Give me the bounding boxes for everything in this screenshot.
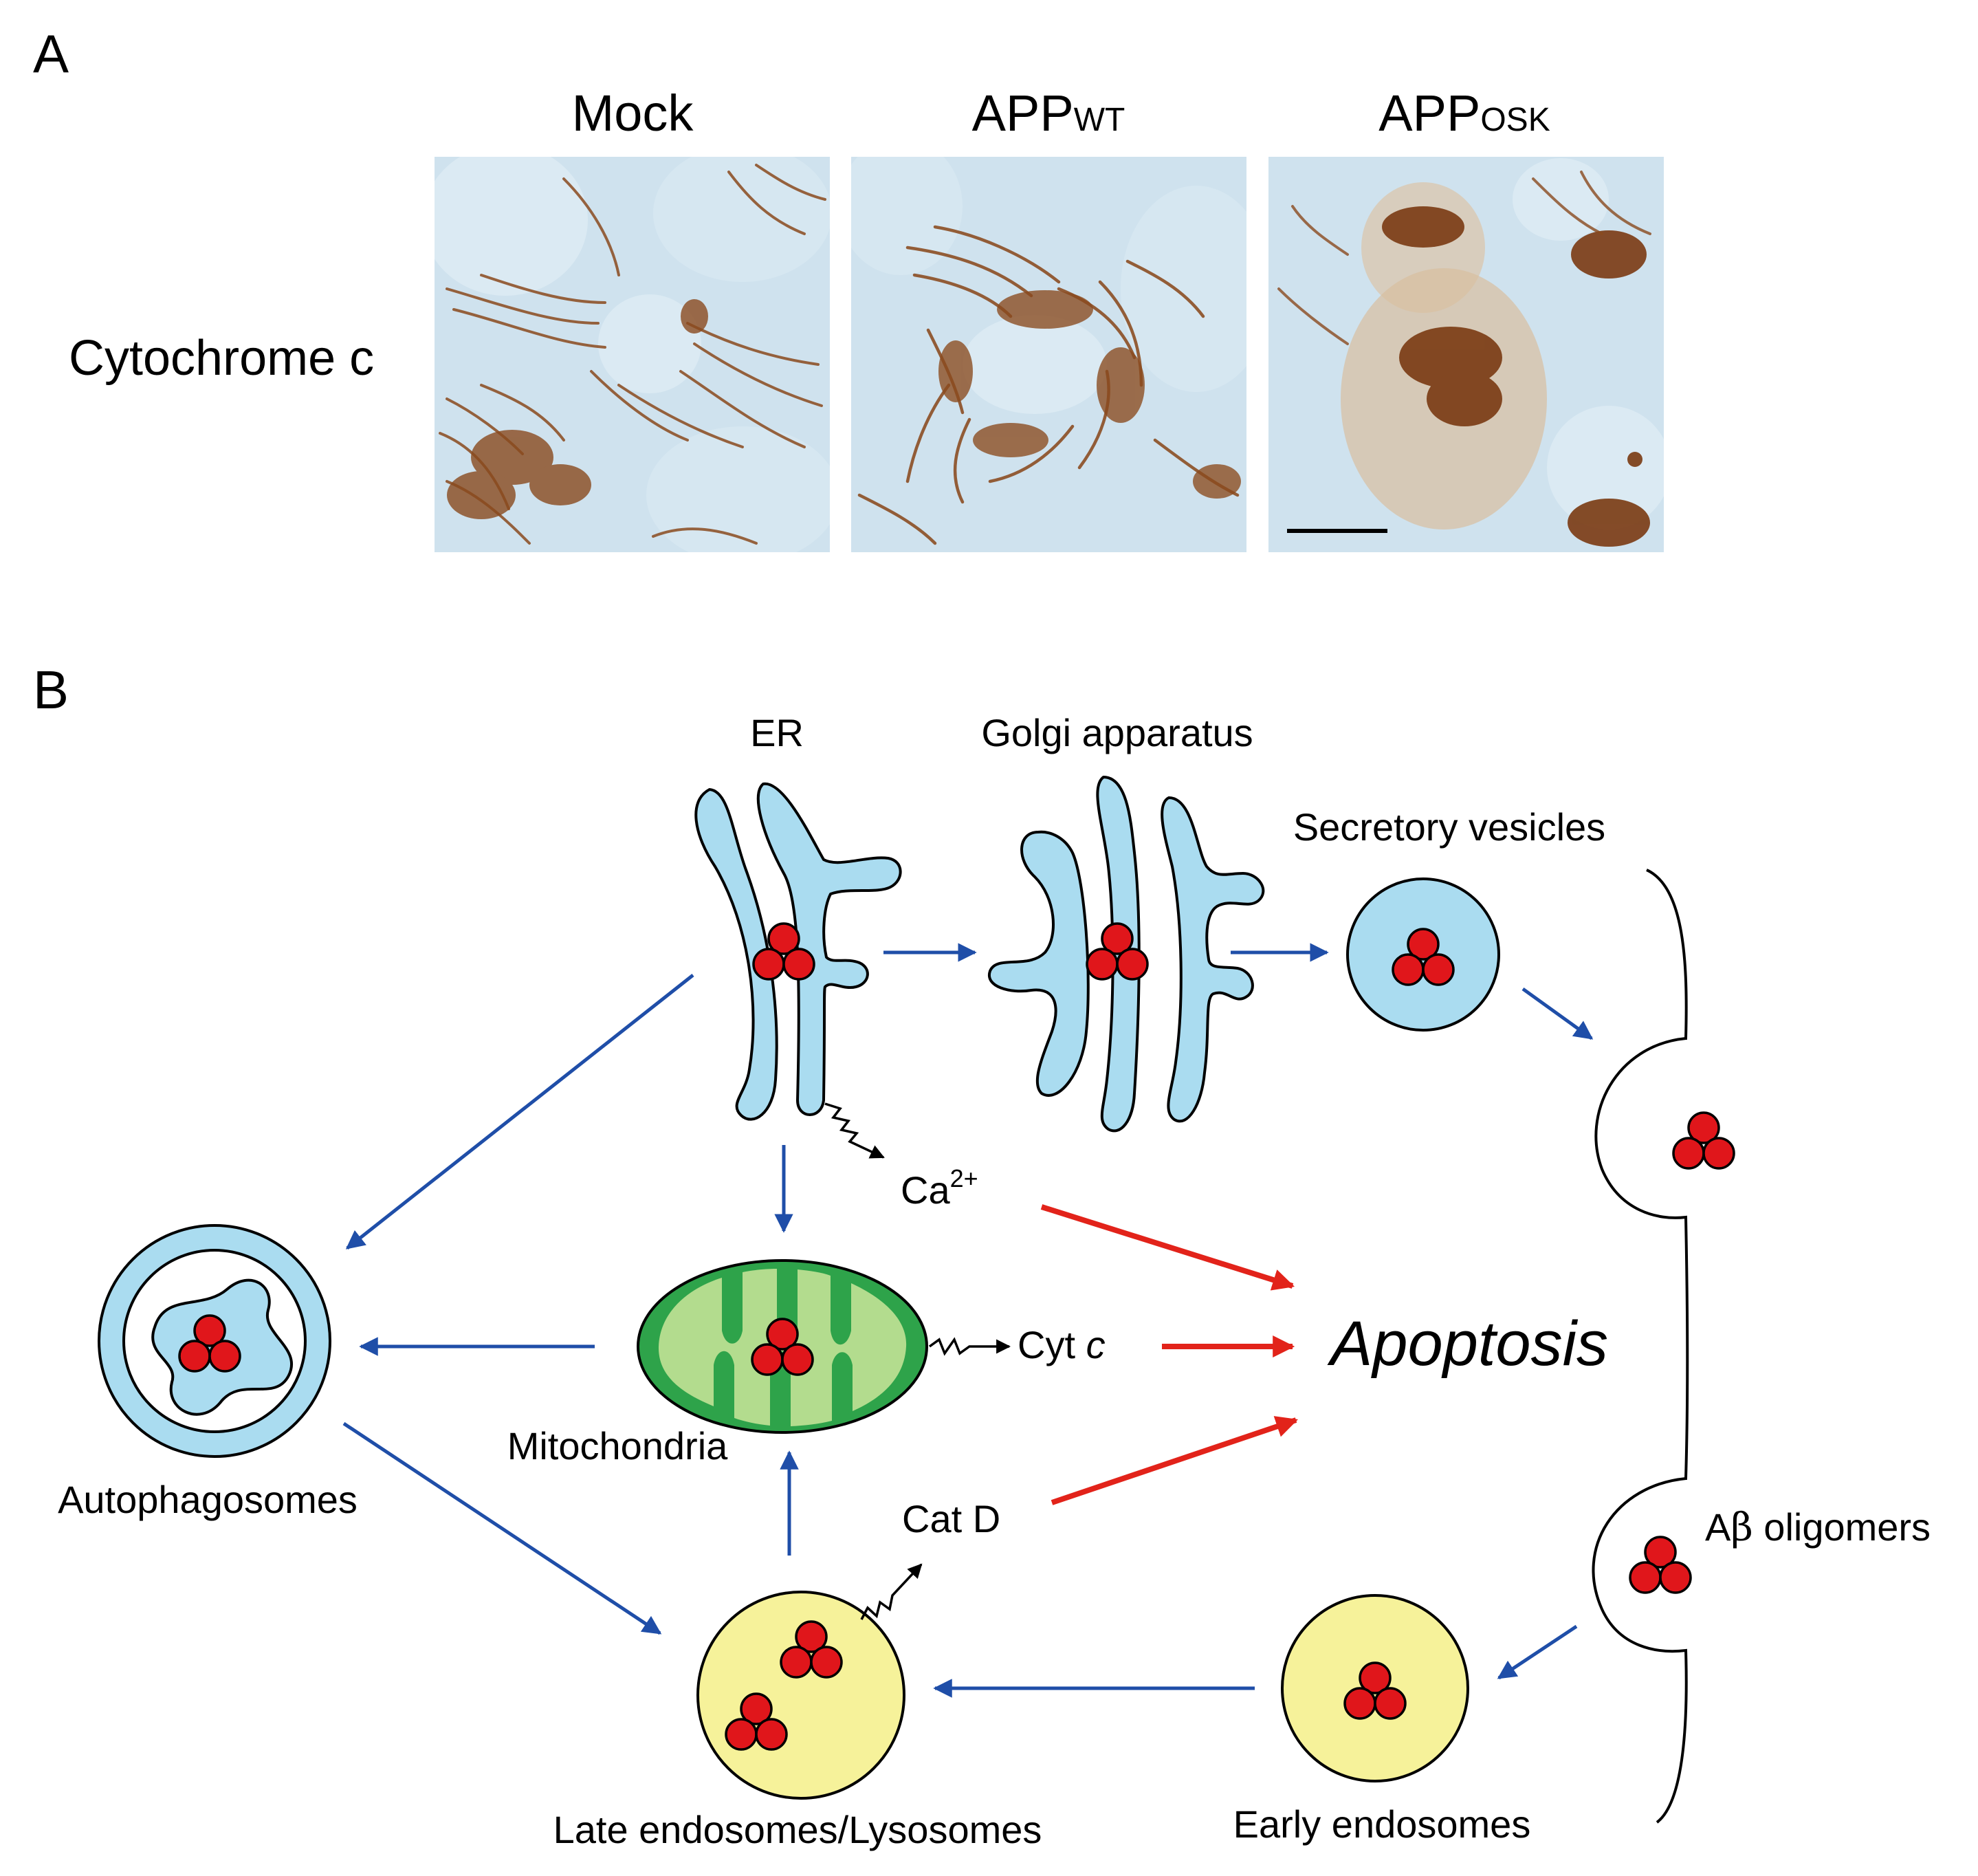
label-secretory-vesicles: Secretory vesicles xyxy=(1293,805,1605,849)
micrograph-app-osk xyxy=(1268,157,1664,552)
panel-a-label: A xyxy=(33,23,69,84)
arrow-er-to-autophagosome xyxy=(345,974,694,1250)
mito-filaments-mock xyxy=(439,164,826,545)
arrow-autophagosome-to-late-endosome xyxy=(342,1421,662,1635)
micrograph-app-wt xyxy=(851,157,1246,552)
label-cyt-c: Cyt c xyxy=(1018,1323,1106,1366)
mito-clusters-mock xyxy=(447,299,708,519)
label-golgi: Golgi apparatus xyxy=(981,711,1253,754)
label-ca2: Ca2+ xyxy=(901,1164,978,1212)
label-apoptosis: Apoptosis xyxy=(1327,1309,1608,1379)
squiggle-lysosome-catd xyxy=(860,1563,923,1620)
release-arrows xyxy=(824,1102,1011,1620)
trafficking-arrows xyxy=(342,943,1594,1698)
late-endosome xyxy=(696,1591,905,1800)
arrow-membrane-to-early-endosome xyxy=(1497,1624,1578,1680)
label-early-endosomes: Early endosomes xyxy=(1233,1802,1531,1846)
mito-clusters-app-wt xyxy=(938,290,1241,499)
arrow-ca-to-apoptosis xyxy=(1040,1204,1295,1291)
arrow-catd-to-apoptosis xyxy=(1051,1416,1299,1505)
column-label-mock: Mock xyxy=(572,85,694,142)
oligomer-extracellular-1 xyxy=(1672,1111,1735,1170)
label-abeta-oligomers: Aβ oligomers xyxy=(1705,1505,1931,1550)
plasma-membrane xyxy=(1592,869,1689,1824)
squiggle-er-ca xyxy=(824,1102,885,1159)
panel-b-label: B xyxy=(33,659,69,720)
mito-filaments-app-osk xyxy=(1277,171,1651,345)
arrow-secretory-to-membrane xyxy=(1521,987,1594,1040)
label-autophagosomes: Autophagosomes xyxy=(58,1478,358,1521)
column-label-app-osk: APPOSK xyxy=(1378,85,1550,142)
oligomer-extracellular-2 xyxy=(1629,1536,1692,1594)
column-label-app-wt: APPWT xyxy=(972,85,1125,142)
apoptosis-arrows xyxy=(1040,1204,1299,1505)
label-mitochondria: Mitochondria xyxy=(507,1424,728,1468)
row-label-cytochrome-c: Cytochrome c xyxy=(69,331,374,386)
micrograph-mock xyxy=(435,157,830,552)
label-cat-d: Cat D xyxy=(902,1497,1000,1540)
label-late-endosomes: Late endosomes/Lysosomes xyxy=(553,1808,1042,1851)
squiggle-mito-cyt xyxy=(928,1337,1011,1356)
label-er: ER xyxy=(750,711,804,754)
mito-clusters-app-osk xyxy=(1382,206,1650,547)
